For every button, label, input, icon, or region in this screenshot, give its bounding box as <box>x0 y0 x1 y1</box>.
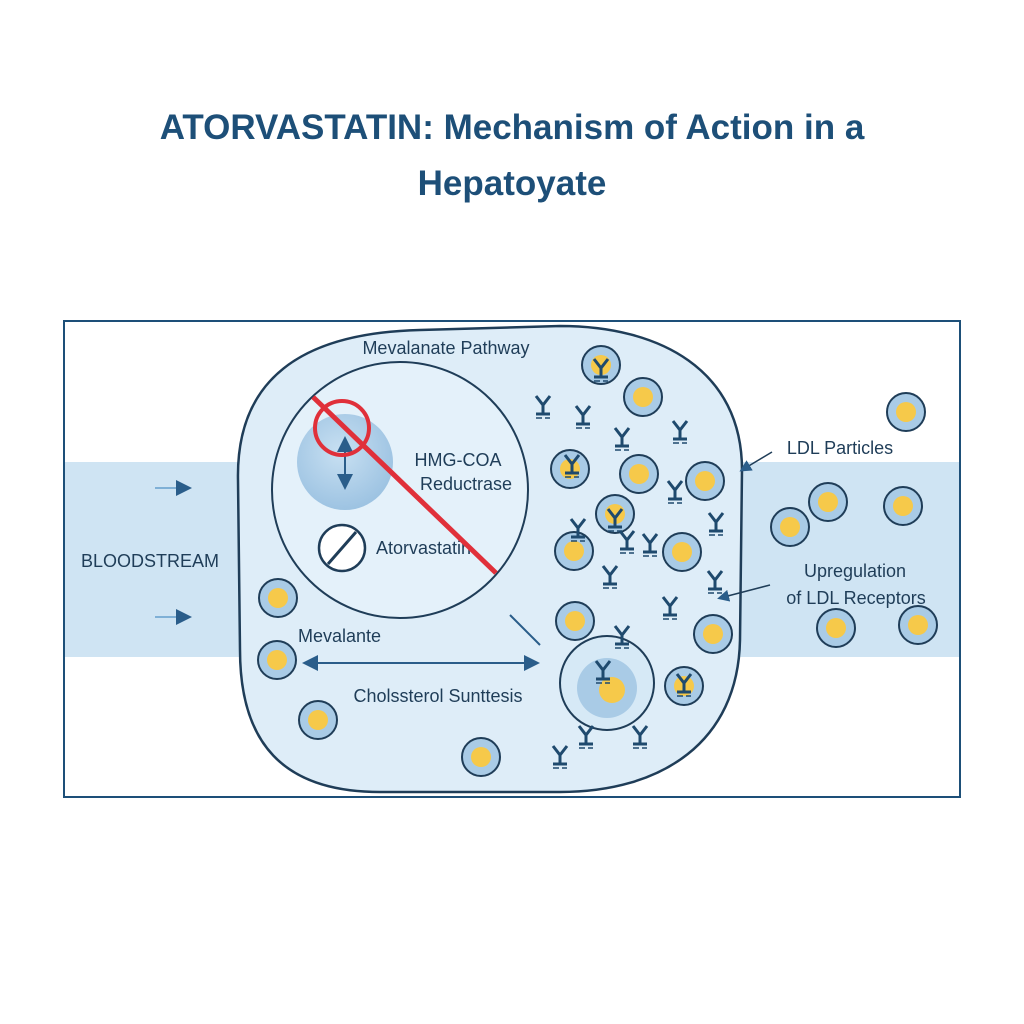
ldl-particle-icon <box>883 486 923 526</box>
mevalonate-label: Mevalante <box>298 626 381 646</box>
ldl-receptor-icon <box>601 565 619 589</box>
upregulation-label-1: Upregulation <box>804 561 906 581</box>
synthesis-label: Cholssterol Sunttesis <box>353 686 522 706</box>
ldl-particle-icon <box>816 608 856 648</box>
ldl-particle-icon <box>550 449 590 489</box>
arrow-icon <box>739 451 773 472</box>
ldl-receptor-icon <box>551 745 569 769</box>
ldl-receptor-icon <box>707 512 725 536</box>
bloodstream-label: BLOODSTREAM <box>81 551 219 571</box>
ldl-particle-icon <box>685 461 725 501</box>
ldl-particle-icon <box>886 392 926 432</box>
ldl-particle-icon <box>257 640 297 680</box>
ldl-receptor-icon <box>613 427 631 451</box>
endosome-ldl <box>599 677 625 703</box>
ldl-particle-icon <box>662 532 702 572</box>
ldl-particle-icon <box>623 377 663 417</box>
enzyme-label-2: Reductrase <box>420 474 512 494</box>
ldl-particle-icon <box>808 482 848 522</box>
ldl-receptor-icon <box>574 405 592 429</box>
arrow-icon <box>717 584 771 602</box>
ldl-receptor-icon <box>594 660 612 684</box>
ldl-receptor-icon <box>592 358 610 382</box>
ldl-particle-icon <box>595 494 635 534</box>
title-line-1: ATORVASTATIN: Mechanism of Action in a <box>159 108 865 147</box>
ldl-receptor-icon <box>618 530 636 554</box>
ldl-receptor-icon <box>613 625 631 649</box>
ldl-particle-icon <box>619 454 659 494</box>
ldl-particle-icon <box>298 700 338 740</box>
ldl-receptor-icon <box>631 725 649 749</box>
inhibition-icon <box>311 395 498 575</box>
ldl-particles-label: LDL Particles <box>787 438 893 458</box>
ldl-receptor-icon <box>534 395 552 419</box>
ldl-receptor-icon <box>666 480 684 504</box>
ldl-receptor-icon <box>675 673 693 697</box>
ldl-particle-icon <box>461 737 501 777</box>
pathway-label: Mevalanate Pathway <box>362 338 529 358</box>
ldl-receptor-icon <box>641 533 659 557</box>
ldl-receptor-icon <box>661 596 679 620</box>
pathway-connector <box>509 614 541 646</box>
ldl-receptor-icon <box>671 420 689 444</box>
ldl-receptor-icon <box>577 725 595 749</box>
ldl-receptor-icon <box>569 518 587 542</box>
ldl-particle-icon <box>555 601 595 641</box>
no-entry-icon <box>317 523 367 573</box>
ldl-particle-icon <box>693 614 733 654</box>
title-line-2: Hepatoyate <box>417 164 607 203</box>
ldl-particle-icon <box>898 605 938 645</box>
drug-label: Atorvastatin <box>376 538 471 558</box>
ldl-particle-icon <box>258 578 298 618</box>
ldl-receptor-icon <box>563 454 581 478</box>
ldl-particle-icon <box>770 507 810 547</box>
enzyme-label-1: HMG-COA <box>415 450 502 470</box>
upregulation-label-2: of LDL Receptors <box>786 588 925 608</box>
diagram-title: ATORVASTATIN: Mechanism of Action in a H… <box>0 100 1024 212</box>
